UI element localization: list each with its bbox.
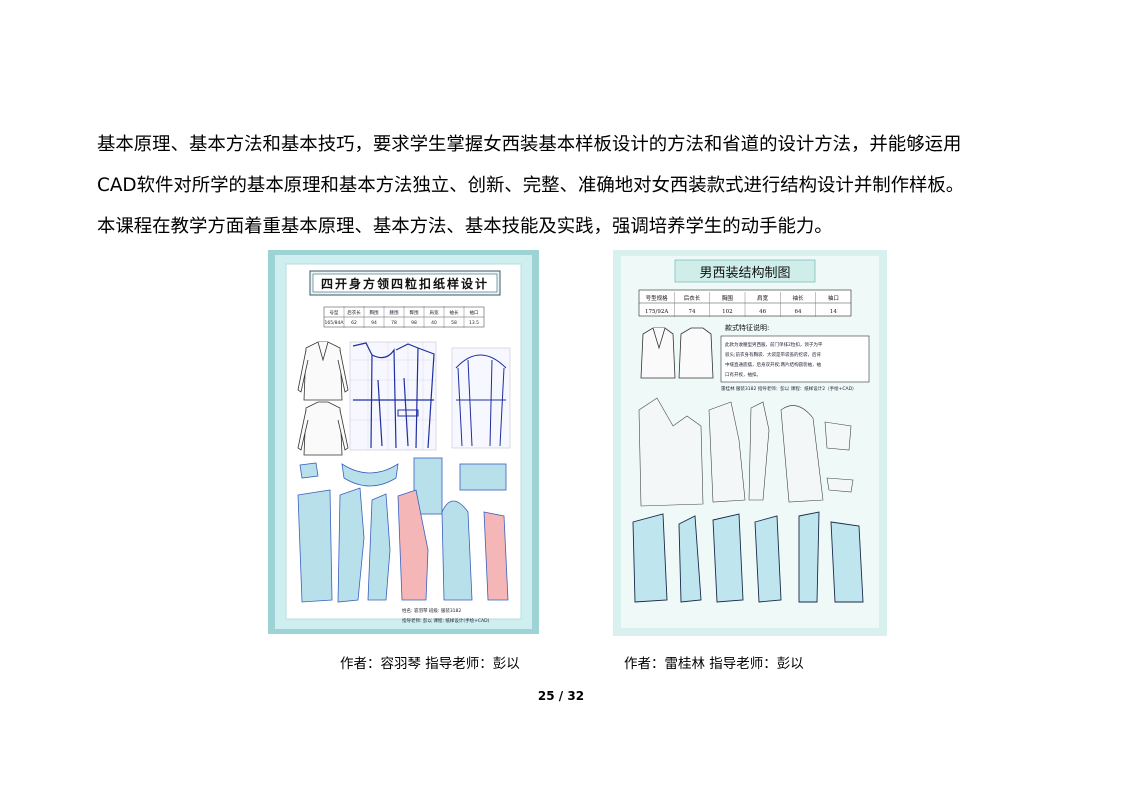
- right-measurement-table: 号型规格 175/92A 后衣长 74 胸围 102 肩宽 46 袖长 64 袖口 14: [645, 292, 839, 317]
- table-value-cell: 98: [411, 320, 417, 326]
- body-line-2: CAD软件对所学的基本原理和基本方法独立、创新、完整、准确地对女西装款式进行结构…: [97, 175, 965, 196]
- body-line-1: 基本原理、基本方法和基本技巧，要求学生掌握女西装基本样板设计的方法和省道的设计方…: [97, 134, 962, 155]
- table-value-cell: 165/84A: [325, 320, 345, 326]
- right-credit-line: 雷桂林 服装3182 指导老师：彭以 课程：纸样设计2（手绘+CAD）: [721, 385, 857, 392]
- table-value-cell: 74: [689, 309, 696, 315]
- draft-sleeve-pattern: [451, 347, 511, 449]
- spec-description: 此款为收腰型男西服，前门单排2粒扣，领子为平驳头;前衣身有胸袋、大袋是带袋盖的挖…: [725, 341, 823, 378]
- left-figure-title: 四开身方领四粒扣纸样设计: [321, 276, 489, 291]
- table-header-cell: 肩宽: [430, 309, 439, 316]
- table-header-cell: 胸围: [722, 294, 734, 302]
- table-value-cell: 175/92A: [645, 309, 669, 315]
- table-header-cell: 袖长: [792, 294, 804, 302]
- spec-line: 口有开衩，袖扣。: [725, 371, 761, 378]
- body-paragraph: 基本原理、基本方法和基本技巧，要求学生掌握女西装基本样板设计的方法和省道的设计方…: [97, 124, 1037, 247]
- table-value-cell: 58: [451, 320, 457, 326]
- table-header-cell: 腰围: [390, 310, 399, 316]
- table-header-cell: 肩宽: [757, 294, 769, 302]
- table-value-cell: 102: [722, 309, 733, 315]
- table-header-cell: 臀围: [410, 310, 419, 316]
- caption-left: 作者：容羽琴 指导老师：彭以: [340, 656, 520, 672]
- table-value-cell: 78: [391, 320, 397, 326]
- spec-title: 款式特征说明:: [725, 323, 769, 332]
- spec-line: 中缝直通底摆，后身双开衩;两片结构圆装袖，袖: [725, 361, 822, 368]
- body-line-3: 本课程在教学方面着重基本原理、基本方法、基本技能及实践，强调培养学生的动手能力。: [97, 216, 833, 237]
- table-value-cell: 13.5: [469, 320, 479, 326]
- table-header-cell: 袖口: [470, 309, 479, 316]
- table-header-cell: 袖口: [828, 294, 839, 302]
- table-value-cell: 94: [371, 320, 377, 326]
- cut-pattern-pieces: [297, 457, 509, 603]
- spec-line: 驳头;前衣身有胸袋、大袋是带袋盖的挖袋，后背: [725, 351, 822, 358]
- left-teacher-line: 指导老师: 彭以 课程: 纸样设计(手绘+CAD): [402, 617, 490, 624]
- jacket-sketch-front: [297, 341, 349, 401]
- table-value-cell: 14: [830, 309, 837, 315]
- mens-draft-pattern: [638, 397, 854, 507]
- table-header-cell: 后衣长: [347, 309, 361, 316]
- mens-cut-pieces: [632, 511, 864, 603]
- draft-body-pattern: [349, 341, 437, 451]
- table-header-cell: 后衣长: [684, 294, 701, 302]
- table-header-cell: 号型: [330, 309, 339, 316]
- table-value-cell: 40: [431, 320, 437, 326]
- figure-mens-suit-pattern: 男西装结构制图 号型规格 175/92A 后衣长 74 胸围 102 肩宽 46 袖长 64 袖口 1…: [613, 250, 887, 636]
- table-header-cell: 号型规格: [646, 294, 669, 302]
- jacket-sketch-back: [297, 401, 349, 456]
- mens-jacket-sketch: [640, 327, 714, 379]
- table-value-cell: 64: [795, 309, 802, 315]
- table-value-cell: 46: [759, 309, 766, 315]
- right-figure-title: 男西装结构制图: [699, 266, 790, 281]
- table-header-cell: 胸围: [370, 309, 379, 316]
- page-number: 25 / 32: [537, 689, 585, 703]
- spec-line: 此款为收腰型男西服，前门单排2粒扣，领子为平: [725, 341, 823, 348]
- mens-suit-pattern-board: 男西装结构制图 号型规格 175/92A 后衣长 74 胸围 102 肩宽 46 袖长 64 袖口 1…: [613, 250, 887, 636]
- table-header-cell: 袖长: [450, 309, 459, 316]
- left-name-line: 姓名: 容羽琴 班级: 服装3182: [402, 607, 461, 614]
- caption-right: 作者：雷桂林 指导老师：彭以: [624, 656, 804, 672]
- table-value-cell: 62: [351, 320, 357, 326]
